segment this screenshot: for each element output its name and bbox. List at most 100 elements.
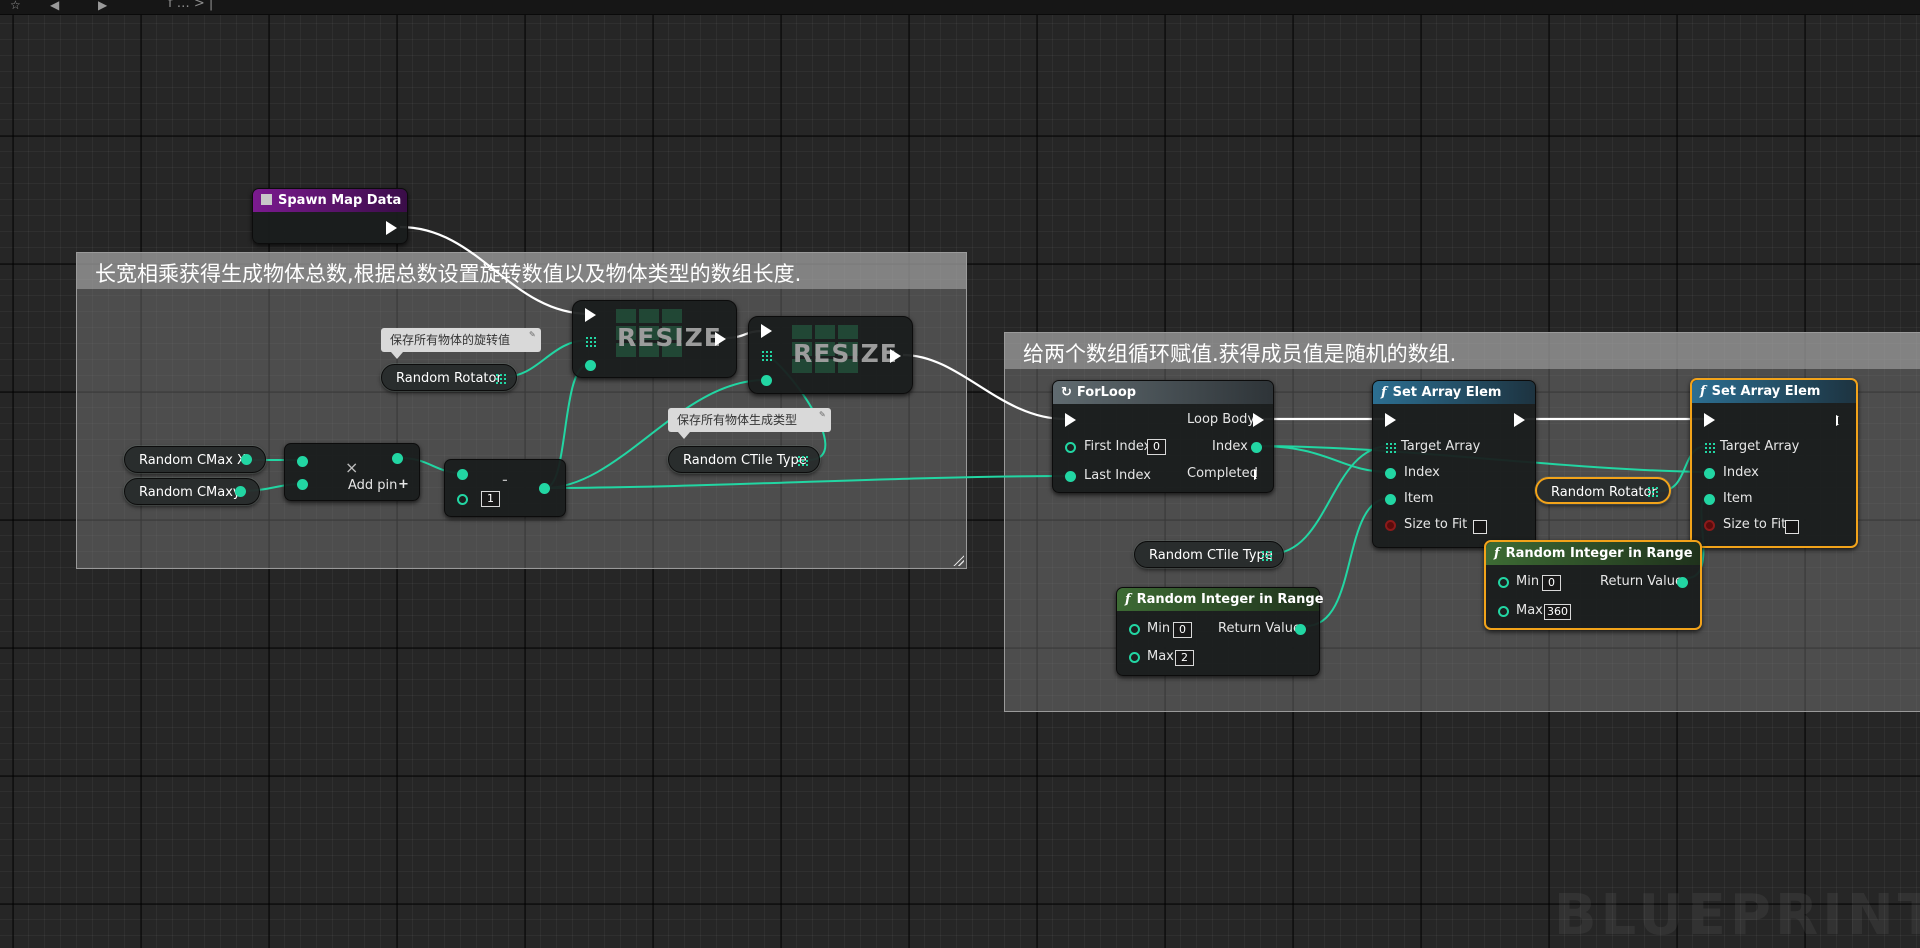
min-value-field[interactable]: 0 (1173, 622, 1192, 638)
return-value-out-pin[interactable] (1677, 577, 1688, 588)
multiply-node[interactable]: × Add pin + (284, 443, 420, 501)
index-label: Index (1723, 465, 1759, 480)
target-array-in-pin[interactable] (1385, 442, 1396, 453)
size-to-fit-in-pin[interactable] (1385, 520, 1396, 531)
max-value-field[interactable]: 2 (1175, 650, 1194, 666)
comment-bubble-tile-type: 保存所有物体生成类型✎ (668, 408, 831, 439)
target-array-label: Target Array (1720, 439, 1800, 454)
exec-in-pin[interactable] (1704, 413, 1715, 427)
a-in-pin[interactable] (457, 469, 468, 480)
node-header: Spawn Map Data (253, 189, 407, 212)
item-in-pin[interactable] (1704, 494, 1715, 505)
size-to-fit-checkbox[interactable] (1785, 520, 1799, 534)
target-array-in-pin[interactable] (761, 350, 772, 361)
max-label: Max (1516, 603, 1543, 618)
exec-out-pin[interactable] (715, 332, 726, 346)
var-random-ctile-type-2[interactable]: Random CTile Type (1134, 541, 1284, 568)
target-array-in-pin[interactable] (585, 336, 596, 347)
exec-in-pin[interactable] (1385, 413, 1396, 427)
min-label: Min (1147, 621, 1171, 636)
return-value-label: Return Value (1600, 574, 1683, 589)
return-value-out-pin[interactable] (1295, 624, 1306, 635)
int-out-pin[interactable] (235, 486, 246, 497)
first-index-in-pin[interactable] (1065, 442, 1076, 453)
wire-tiletype2-set1 (1269, 445, 1391, 555)
min-value-field[interactable]: 0 (1542, 575, 1561, 591)
size-in-pin[interactable] (761, 375, 772, 386)
result-out-pin[interactable] (539, 483, 550, 494)
result-out-pin[interactable] (392, 453, 403, 464)
resize-bg (792, 325, 858, 373)
array-out-pin[interactable] (1647, 486, 1658, 497)
resize-node-1[interactable]: RESIZE (572, 300, 737, 378)
breadcrumb[interactable]: f … > | (168, 0, 214, 11)
size-to-fit-checkbox[interactable] (1473, 520, 1487, 534)
item-in-pin[interactable] (1385, 494, 1396, 505)
array-out-pin[interactable] (797, 455, 808, 466)
max-value-field[interactable]: 360 (1544, 604, 1571, 620)
index-in-pin[interactable] (1385, 468, 1396, 479)
max-in-pin[interactable] (1498, 606, 1509, 617)
exec-out-pin[interactable] (1836, 415, 1845, 426)
add-pin-plus-icon[interactable]: + (398, 477, 409, 492)
b-value-field[interactable]: 1 (481, 491, 500, 507)
blueprint-watermark: BLUEPRINT (1553, 883, 1920, 948)
wire-exec-resize2-forloop (902, 353, 1066, 421)
resize-node-2[interactable]: RESIZE (748, 316, 913, 394)
size-in-pin[interactable] (585, 360, 596, 371)
last-index-in-pin[interactable] (1065, 471, 1076, 482)
comment-text: 给两个数组循环赋值.获得成员值是随机的数组. (1023, 342, 1457, 366)
var-label: Random CMax X (139, 453, 246, 468)
min-in-pin[interactable] (1129, 624, 1140, 635)
first-index-label: First Index (1084, 439, 1152, 454)
var-random-cmax-x[interactable]: Random CMax X (124, 446, 266, 473)
star-icon[interactable]: ☆ (10, 0, 21, 12)
b-in-pin[interactable] (457, 494, 468, 505)
int-out-pin[interactable] (241, 454, 252, 465)
exec-in-pin[interactable] (1065, 413, 1076, 427)
loop-body-exec-out-pin[interactable] (1253, 413, 1264, 427)
min-in-pin[interactable] (1498, 577, 1509, 588)
exec-in-pin[interactable] (585, 308, 596, 322)
last-index-label: Last Index (1084, 468, 1151, 483)
var-random-ctile-type[interactable]: Random CTile Type (668, 446, 820, 473)
var-random-cmaxy[interactable]: Random CMaxy (124, 478, 260, 505)
add-pin-label[interactable]: Add pin (348, 478, 398, 493)
var-label: Random CTile Type (683, 453, 807, 468)
pin-icon[interactable]: ✎ (529, 330, 536, 339)
forward-arrow-icon[interactable]: ▶ (98, 0, 108, 12)
exec-out-pin[interactable] (890, 349, 901, 363)
exec-in-pin[interactable] (761, 324, 772, 338)
a-in-pin[interactable] (297, 456, 308, 467)
node-title: Random Integer in Range (1136, 592, 1324, 607)
b-in-pin[interactable] (297, 479, 308, 490)
array-out-pin[interactable] (1261, 550, 1272, 561)
comment-header (77, 253, 966, 289)
max-in-pin[interactable] (1129, 652, 1140, 663)
var-label: Random Rotator (1551, 485, 1657, 500)
index-in-pin[interactable] (1704, 468, 1715, 479)
pin-icon[interactable]: ✎ (819, 410, 826, 419)
var-random-rotator-2[interactable]: Random Rotator (1535, 477, 1671, 504)
index-out-pin[interactable] (1251, 442, 1262, 453)
target-array-in-pin[interactable] (1704, 442, 1715, 453)
exec-out-pin[interactable] (386, 221, 397, 235)
size-to-fit-in-pin[interactable] (1704, 520, 1715, 531)
forloop-node[interactable]: ↻ForLoop Loop Body First Index 0 Index L… (1052, 380, 1274, 493)
first-index-value-field[interactable]: 0 (1147, 439, 1166, 455)
comment-header (1005, 333, 1920, 369)
array-out-pin[interactable] (495, 373, 506, 384)
var-random-rotator[interactable]: Random Rotator (381, 364, 517, 391)
back-arrow-icon[interactable]: ◀ (50, 0, 60, 12)
subtract-node[interactable]: 1 - (444, 459, 566, 517)
spawn-map-data-node[interactable]: Spawn Map Data (252, 188, 408, 244)
exec-out-pin[interactable] (1514, 413, 1525, 427)
resize-grip-icon[interactable] (952, 554, 964, 566)
function-icon: f (1494, 546, 1500, 561)
completed-exec-out-pin[interactable] (1254, 469, 1263, 480)
